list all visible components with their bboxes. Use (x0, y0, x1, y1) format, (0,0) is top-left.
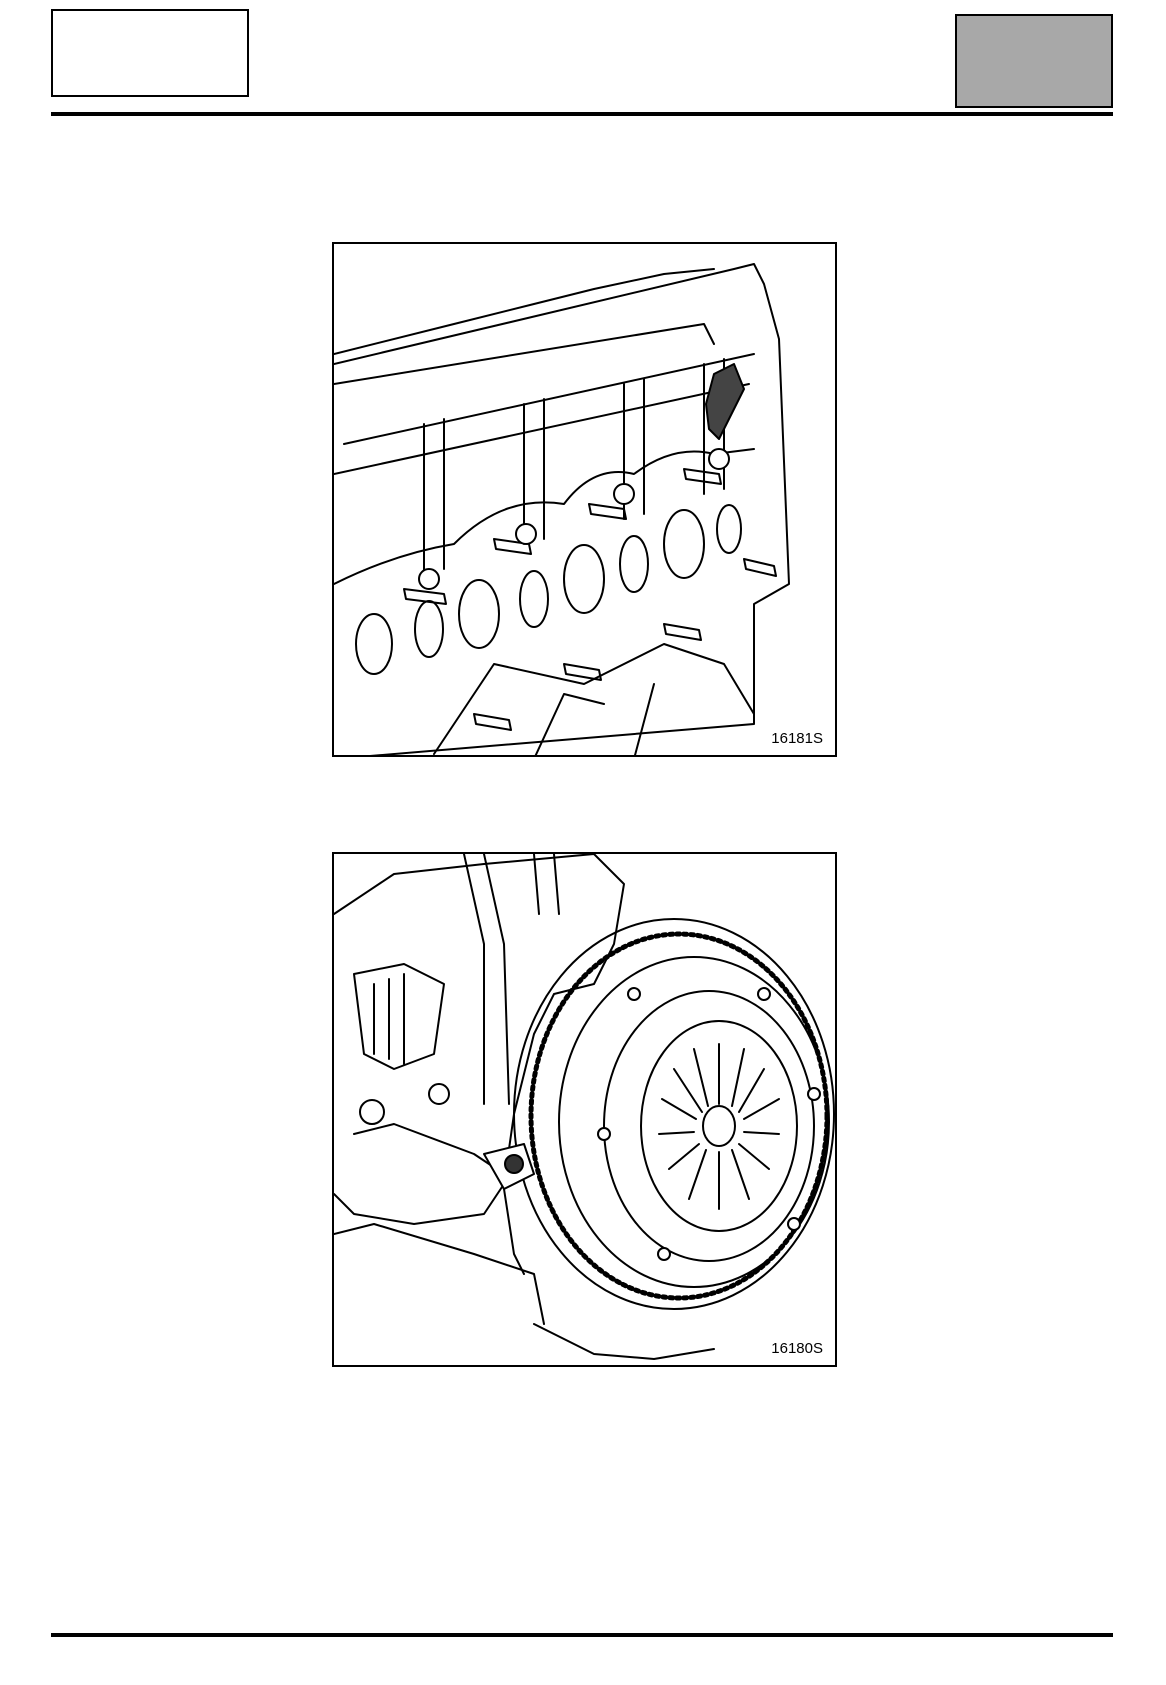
oval-ports (355, 504, 742, 675)
figure-reference: 16181S (771, 730, 823, 747)
cam-cover (334, 268, 715, 355)
locking-tool (483, 1143, 535, 1275)
lower-block (433, 643, 755, 755)
head-outline (334, 263, 790, 755)
cover-bolts (597, 987, 821, 1261)
figure-reference: 16180S (771, 1340, 823, 1357)
manifold-flange (334, 448, 755, 585)
flywheel-drawing (334, 854, 835, 1360)
nuts (418, 448, 730, 590)
oil-filter (353, 963, 445, 1070)
figure-cylinder-head-studs: 16181S (332, 242, 837, 757)
flywheel (513, 918, 835, 1310)
header-rule (51, 112, 1113, 116)
footer-rule (51, 1633, 1113, 1637)
studs (403, 468, 777, 731)
pipe-1 (463, 854, 485, 1105)
header-left-box (51, 9, 249, 97)
engine-block (334, 854, 625, 1225)
figure-flywheel-clutch: 16180S (332, 852, 837, 1367)
port-ribs (423, 358, 725, 575)
head-top-edge (334, 323, 715, 385)
header-tab-box (955, 14, 1113, 108)
cylinder-head-drawing (334, 263, 790, 755)
diaphragm-fingers (658, 1043, 780, 1210)
sensor (705, 363, 745, 440)
